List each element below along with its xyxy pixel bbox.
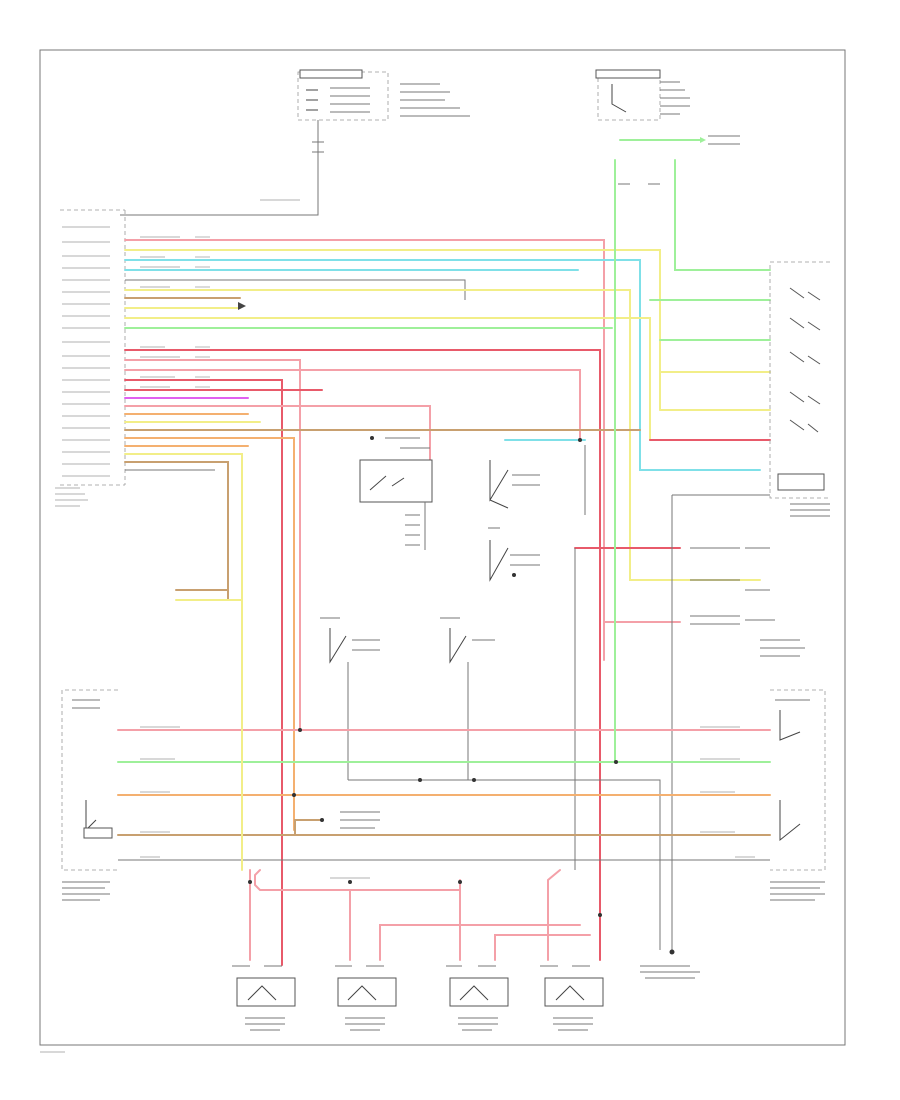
fuse-box-left <box>297 69 470 121</box>
wire-bus-bottom <box>117 329 771 861</box>
wire-gauge-marks <box>40 199 755 1053</box>
wire-to-switch-pack <box>614 159 771 496</box>
door-ajar-switch-right <box>440 617 495 780</box>
lock-motor-left-rear <box>232 965 296 1031</box>
door-ajar-switch-left <box>320 617 380 780</box>
ground-symbol <box>640 949 700 979</box>
wire-bus-upper <box>124 239 761 661</box>
diagram-frame <box>39 49 846 1046</box>
lock-motor-right-rear <box>446 965 509 1031</box>
left-control-module <box>55 209 126 507</box>
key-switch-upper <box>489 438 586 515</box>
wire-fuse-to-module <box>120 120 319 216</box>
lock-motor-right-front <box>540 965 604 1031</box>
wire-bus-motors <box>175 589 602 966</box>
fuse-box-right <box>595 69 690 121</box>
lower-right-lock-module <box>770 689 826 901</box>
lock-relay <box>359 436 433 550</box>
ground-bus <box>348 779 661 950</box>
lower-left-lock-module <box>61 689 118 901</box>
door-lock-switch-pack <box>769 261 830 499</box>
lock-motor-left-front <box>335 965 397 1031</box>
right-module-connector <box>574 547 805 657</box>
key-switch-lower <box>488 527 540 582</box>
wire-bus-lower <box>124 349 641 961</box>
